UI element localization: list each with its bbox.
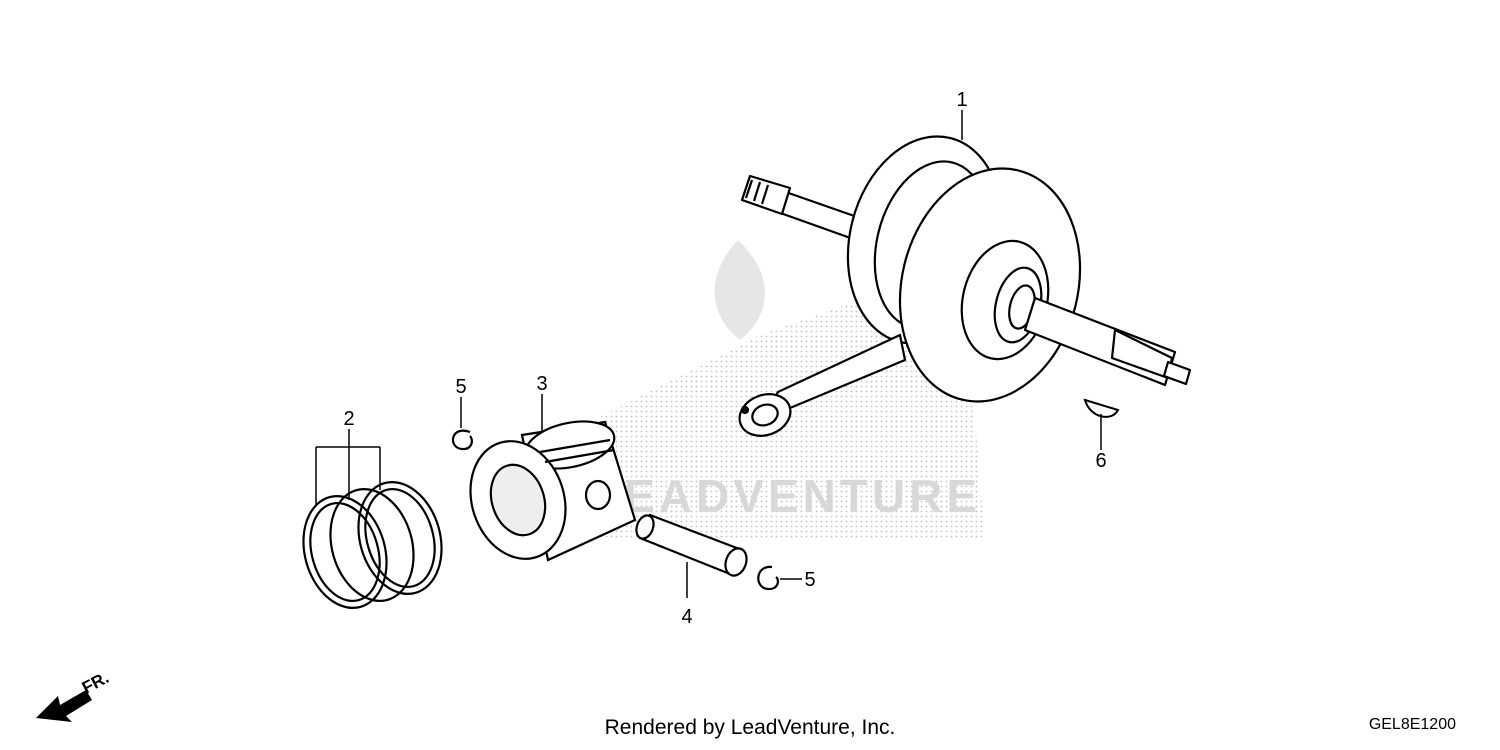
callout-5-left: 5 — [455, 376, 466, 398]
piston-drawing — [469, 420, 637, 562]
front-direction-indicator: FR. — [36, 668, 112, 722]
diagram-code: GEL8E1200 — [1368, 716, 1456, 733]
woodruff-key-drawing — [1083, 398, 1120, 418]
callout-6: 6 — [1095, 450, 1106, 472]
callout-4: 4 — [681, 606, 692, 628]
leader-lines — [315, 110, 1102, 598]
callout-5-right: 5 — [804, 569, 815, 591]
piston-pin-drawing — [635, 513, 748, 577]
callout-labels: 1 2 3 4 5 5 6 — [343, 89, 1106, 628]
piston-rings-drawing — [302, 481, 443, 609]
callout-1: 1 — [956, 89, 967, 111]
front-arrow-icon — [36, 690, 92, 722]
piston-pin-clip-drawings — [452, 429, 779, 591]
callout-2: 2 — [343, 408, 354, 430]
watermark-text: LEADVENTURE — [592, 470, 981, 522]
watermark-flame-icon — [714, 240, 765, 340]
callout-3: 3 — [536, 373, 547, 395]
crankshaft-drawing — [738, 135, 1192, 437]
rendered-by-credit: Rendered by LeadVenture, Inc. — [604, 716, 896, 739]
